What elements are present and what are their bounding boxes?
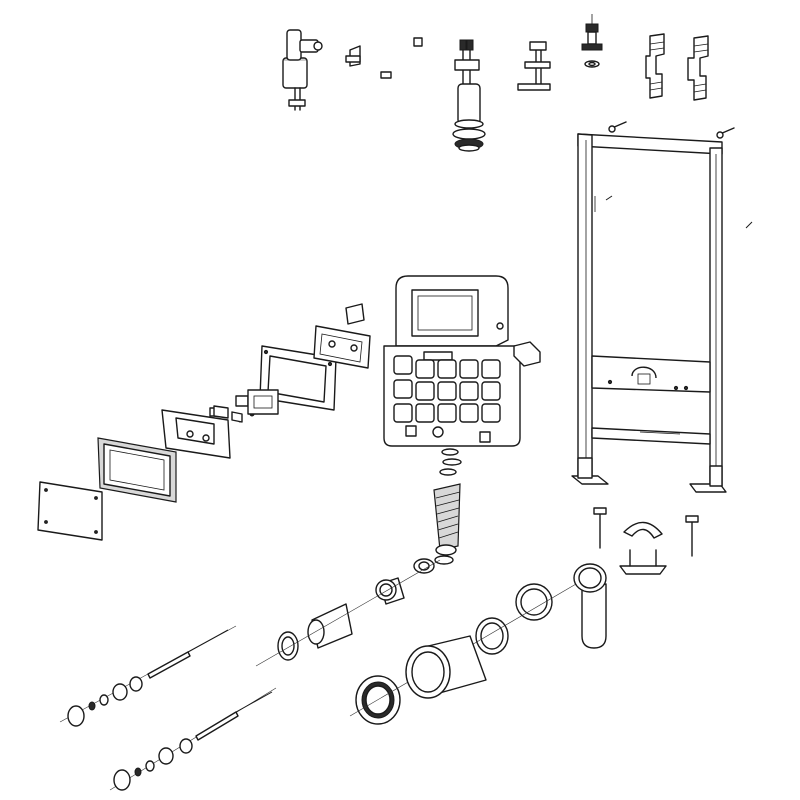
inner-frame: [247, 345, 337, 415]
valve-clip: [345, 45, 361, 67]
flush-valve: [452, 39, 486, 152]
mounting-plate: [313, 325, 371, 369]
flexible-hose: [380, 37, 423, 79]
pipe-seals: [349, 569, 601, 725]
threaded-rod-upper: [59, 625, 237, 727]
cistern-tank: [345, 275, 541, 447]
actuator-rod: [517, 41, 551, 91]
tank-rib-grid: [393, 355, 501, 423]
flush-pipe: [255, 448, 462, 667]
pipe-clamp: [619, 521, 667, 575]
wall-anchor-bolts: [593, 507, 699, 557]
mounting-frame: [571, 121, 753, 493]
drain-bend: [573, 563, 607, 649]
connector-fitting: [581, 14, 603, 68]
fill-valve: [282, 29, 323, 111]
cover-plate: [37, 481, 103, 541]
inspection-box: [97, 437, 177, 503]
threaded-rod-lower: [109, 687, 277, 791]
small-brackets: [213, 405, 243, 423]
frame-brackets: [645, 33, 709, 101]
button-carrier: [161, 395, 255, 459]
pan-connector: [405, 635, 487, 699]
